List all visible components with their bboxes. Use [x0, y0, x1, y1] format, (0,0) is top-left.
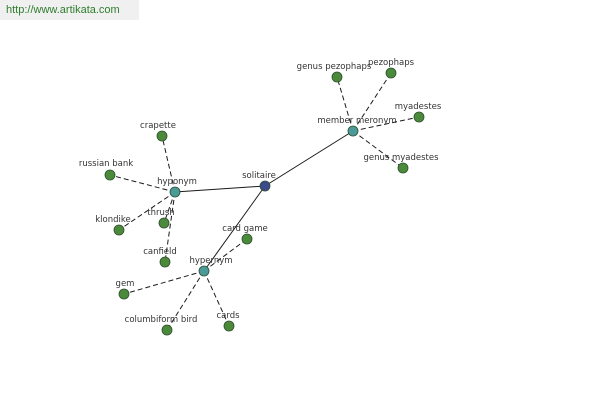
nodes-layer — [104, 67, 425, 336]
root-node-solitaire[interactable] — [259, 180, 271, 192]
term-label-klondike: klondike — [95, 215, 130, 225]
edge-hyponym-crapette — [161, 135, 176, 193]
relation-label-member-meronym: member meronym — [317, 116, 396, 126]
term-node-gem[interactable] — [118, 288, 130, 300]
edge-solitaire-member-meronym — [264, 130, 354, 187]
term-label-pezophaps: pezophaps — [368, 58, 415, 68]
edge-solitaire-hypernym — [203, 185, 266, 272]
relation-node-hyponym[interactable] — [169, 186, 181, 198]
labels-layer: solitaire hyponym crapette russian bank klon… — [79, 58, 442, 325]
term-label-myadestes: myadestes — [395, 102, 442, 112]
term-node-genus-pezophaps[interactable] — [331, 71, 343, 83]
edge-hyponym-thrush — [163, 191, 176, 224]
term-label-genus-pezophaps: genus pezophaps — [297, 62, 372, 72]
edges-layer — [109, 72, 420, 331]
relation-node-hypernym[interactable] — [198, 265, 210, 277]
term-node-klondike[interactable] — [113, 224, 125, 236]
term-node-crapette[interactable] — [156, 130, 168, 142]
term-node-columbiform-bird[interactable] — [161, 324, 173, 336]
edge-hyponym-klondike — [118, 191, 176, 231]
edge-member-meronym-genus-pezophaps — [336, 76, 354, 132]
term-node-genus-myadestes[interactable] — [397, 162, 409, 174]
term-node-card-game[interactable] — [241, 233, 253, 245]
edge-hypernym-gem — [123, 270, 205, 295]
root-label-solitaire: solitaire — [242, 171, 276, 181]
term-label-crapette: crapette — [140, 121, 176, 131]
term-node-pezophaps[interactable] — [385, 67, 397, 79]
edge-hypernym-columbiform-bird — [166, 270, 205, 331]
edge-member-meronym-genus-myadestes — [352, 130, 404, 169]
term-label-russian-bank: russian bank — [79, 159, 133, 169]
term-label-genus-myadestes: genus myadestes — [363, 153, 439, 163]
term-node-cards[interactable] — [223, 320, 235, 332]
term-label-cards: cards — [216, 311, 240, 321]
edge-solitaire-hyponym — [174, 185, 266, 193]
edge-hyponym-canfield — [164, 191, 176, 263]
source-url-banner[interactable]: http://www.artikata.com — [0, 0, 139, 20]
term-node-canfield[interactable] — [159, 256, 171, 268]
term-label-card-game: card game — [222, 224, 267, 234]
term-node-myadestes[interactable] — [413, 111, 425, 123]
edge-hyponym-russian-bank — [109, 174, 176, 193]
term-label-gem: gem — [116, 279, 135, 289]
relation-node-member-meronym[interactable] — [347, 125, 359, 137]
term-node-thrush[interactable] — [158, 217, 170, 229]
term-label-canfield: canfield — [143, 247, 177, 257]
edge-hypernym-cards — [203, 270, 230, 327]
term-label-thrush: thrush — [147, 208, 174, 218]
term-label-columbiform-bird: columbiform bird — [125, 315, 198, 325]
relation-label-hyponym: hyponym — [157, 177, 197, 187]
term-node-russian-bank[interactable] — [104, 169, 116, 181]
edge-member-meronym-pezophaps — [352, 72, 392, 132]
edge-hypernym-card-game — [203, 238, 248, 272]
edge-member-meronym-myadestes — [352, 116, 420, 132]
relation-label-hypernym: hypernym — [189, 256, 232, 266]
